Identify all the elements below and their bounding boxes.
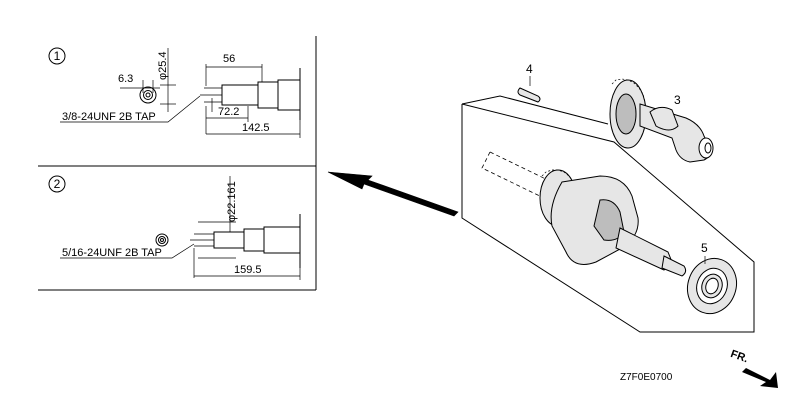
detail-1-tap-label: 3/8-24UNF 2B TAP <box>62 111 156 123</box>
detail-2-shaft-side-view <box>190 176 301 278</box>
detail-2-tap-label: 5/16-24UNF 2B TAP <box>62 247 162 259</box>
callout-3: 3 <box>674 93 681 107</box>
detail-2-dim-diameter: φ22.161 <box>226 181 238 222</box>
front-label: FR. <box>729 348 750 365</box>
detail-2-index-circle <box>48 175 66 193</box>
part-4-key <box>517 76 541 103</box>
detail-1-dim-72-line <box>205 106 249 134</box>
detail-1-end-view <box>120 48 176 112</box>
front-direction-arrow <box>742 368 778 388</box>
detail-1-dim-56: 56 <box>223 53 235 65</box>
detail-1-index: 1 <box>54 49 61 63</box>
detail-2-end-view <box>155 233 169 247</box>
drawing-code: Z7F0E0700 <box>620 372 673 383</box>
detail-2-index: 2 <box>54 177 61 191</box>
detail-2-dim-159-line <box>194 268 301 280</box>
detail-1-dim-142-line <box>206 110 301 138</box>
part-3-camshaft <box>609 78 714 163</box>
callout-4: 4 <box>526 62 533 76</box>
detail-1-dim-diameter: φ25.4 <box>157 51 169 80</box>
detail-inset-frame <box>38 36 317 291</box>
detail-2-dim-159-5: 159.5 <box>234 264 262 276</box>
callout-5: 5 <box>701 241 708 255</box>
detail-1-dim-72-2: 72.2 <box>218 106 239 118</box>
part-5-bearing <box>686 256 738 315</box>
detail-2: 2 φ22.161 159.5 <box>48 175 301 280</box>
detail-1-dim-6-3: 6.3 <box>118 73 133 85</box>
detail-1-dim-56-line <box>205 64 263 86</box>
exploded-view-frame <box>461 95 755 333</box>
detail-1-shaft-side-view <box>200 68 301 120</box>
detail-1-dim-142-5: 142.5 <box>242 122 270 134</box>
detail-1-tap-leader <box>60 95 201 123</box>
detail-1-index-circle <box>48 47 66 65</box>
part-crankshaft <box>481 151 687 277</box>
inset-pointer-arrow <box>327 171 459 217</box>
detail-2-tap-leader <box>60 243 195 259</box>
detail-1: 1 6.3 φ25.4 <box>48 47 301 138</box>
